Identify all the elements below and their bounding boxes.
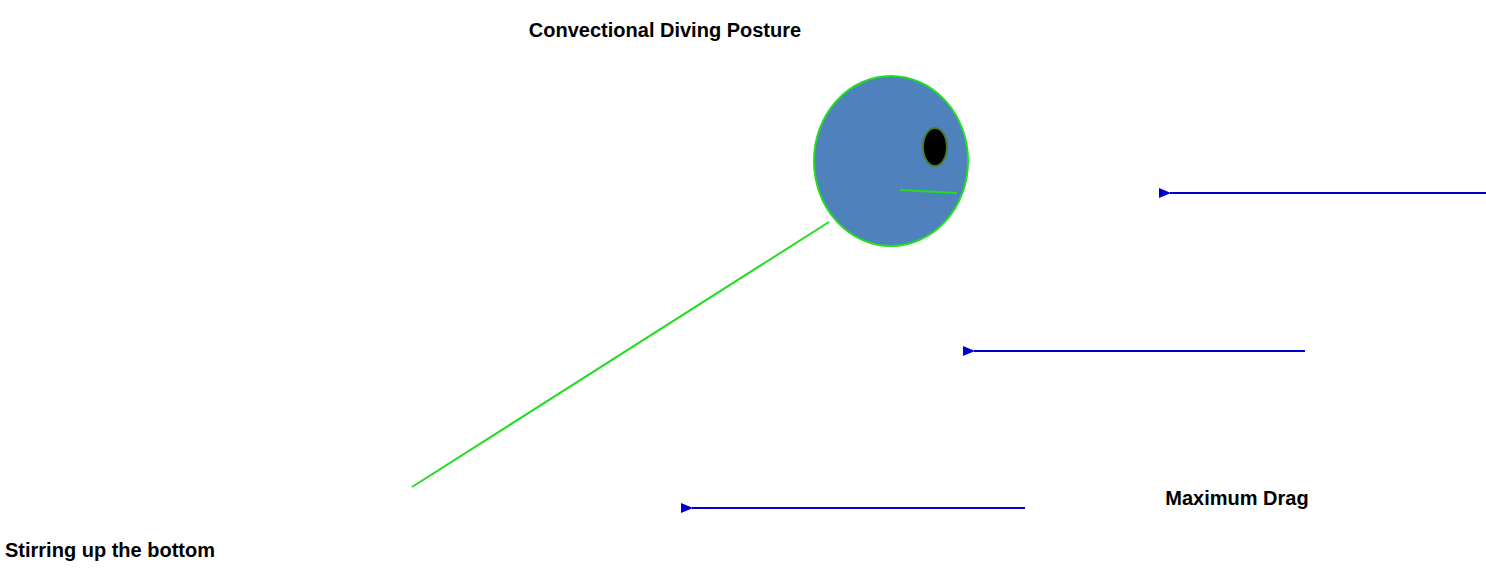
flow-arrow (692, 507, 1025, 509)
flow-arrow (974, 350, 1305, 352)
mouth (900, 190, 957, 193)
flow-arrow (1170, 192, 1486, 194)
bottom-label: Stirring up the bottom (5, 538, 215, 562)
body-line (412, 222, 829, 487)
eye (923, 128, 947, 166)
head-circle (814, 76, 968, 246)
diagram-title: Convectional Diving Posture (529, 18, 801, 42)
drag-label: Maximum Drag (1165, 486, 1308, 510)
